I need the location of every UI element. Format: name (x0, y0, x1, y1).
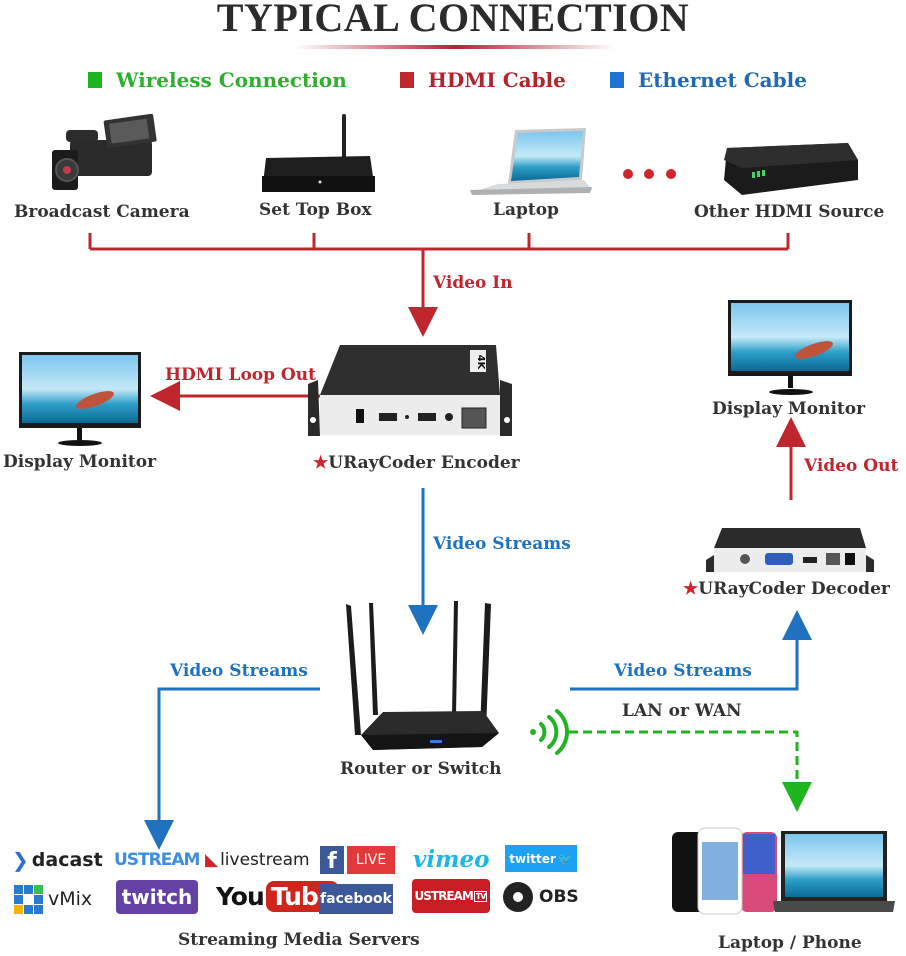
dacast-chevron-icon: ❯ (12, 848, 29, 872)
ellipsis-icon (623, 169, 676, 179)
vmix-grid-icon (14, 884, 43, 914)
legend-swatch-green (88, 72, 102, 88)
label-laptop-phone: Laptop / Phone (718, 933, 862, 953)
router-device (346, 601, 499, 750)
media-player-icon (724, 143, 858, 195)
twitter-bird-icon: 🐦 (557, 851, 573, 866)
legend-label: HDMI Cable (428, 68, 566, 92)
label-hdmi-loop-out: HDMI Loop Out (165, 365, 316, 385)
logo-twitch: twitch (116, 880, 198, 914)
label-router: Router or Switch (340, 759, 502, 779)
legend-ethernet: Ethernet Cable (610, 68, 807, 92)
laptop-client-icon (773, 831, 895, 912)
video-streams-right-arrow (570, 610, 812, 691)
source-label-broadcast-camera: Broadcast Camera (14, 202, 190, 222)
label-video-in: Video In (433, 273, 513, 293)
logo-text: vMix (48, 888, 93, 910)
logo-twitter: twitter🐦 (505, 845, 577, 872)
legend-swatch-blue (610, 72, 624, 88)
livestream-flag-icon: ◣ (205, 850, 219, 870)
decoder-device (706, 528, 874, 572)
encoder-4k-badge: 4K (475, 355, 486, 371)
encoder-name: URayCoder Encoder (328, 453, 520, 473)
logo-obs: OBS (503, 881, 579, 913)
logo-text-you: You (216, 881, 265, 911)
logo-text: USTREAM (414, 889, 474, 903)
logo-dacast: ❯dacast (12, 847, 103, 873)
set-top-box-icon (262, 114, 375, 192)
page-title: TYPICAL CONNECTION (216, 0, 690, 40)
source-label-laptop: Laptop (493, 200, 559, 220)
logo-vimeo: vimeo (413, 845, 490, 873)
source-label-set-top-box: Set Top Box (259, 200, 372, 220)
logo-text-tv: TV (473, 890, 488, 902)
legend-hdmi: HDMI Cable (400, 68, 566, 92)
decoder-name: URayCoder Decoder (698, 579, 890, 599)
legend-swatch-red (400, 72, 414, 88)
encoder-device (308, 345, 512, 436)
wifi-signal-icon (530, 709, 570, 755)
star-icon: ★ (313, 453, 329, 473)
label-video-streams-left: Video Streams (170, 661, 308, 681)
label-display-monitor-right: Display Monitor (712, 399, 866, 419)
label-video-streams-right: Video Streams (614, 661, 752, 681)
logo-text: OBS (539, 887, 579, 907)
star-icon: ★ (683, 579, 699, 599)
phones-icon (672, 827, 777, 915)
display-monitor-left (19, 352, 141, 446)
logo-livestream: ◣livestream (205, 847, 310, 873)
label-encoder: ★URayCoder Encoder (313, 453, 520, 473)
label-decoder: ★URayCoder Decoder (683, 579, 890, 599)
legend-wireless: Wireless Connection (88, 68, 347, 92)
label-display-monitor-left: Display Monitor (3, 452, 157, 472)
logo-vmix: vMix (14, 883, 92, 915)
label-streaming-media-servers: Streaming Media Servers (178, 930, 420, 950)
label-lan-or-wan: LAN or WAN (622, 701, 742, 721)
label-video-streams-down: Video Streams (433, 534, 571, 554)
logo-text: twitter (509, 851, 556, 866)
wireless-dashed-arrow (569, 730, 812, 812)
logo-text: livestream (220, 850, 310, 870)
legend-label: Wireless Connection (116, 68, 347, 92)
video-streams-left-arrow (144, 687, 320, 850)
title-underline (295, 45, 615, 49)
source-label-other-hdmi-source: Other HDMI Source (694, 202, 885, 222)
video-camera-icon (52, 113, 157, 190)
obs-icon (503, 882, 533, 912)
legend-label: Ethernet Cable (638, 68, 807, 92)
display-monitor-right (728, 300, 852, 395)
logo-ustream: USTREAM (114, 850, 200, 870)
logo-text: dacast (31, 849, 103, 871)
logo-facebook: facebook (319, 884, 393, 914)
source-bus-line (88, 233, 790, 251)
logo-text: LIVE (347, 846, 395, 874)
label-video-out: Video Out (804, 456, 899, 476)
logo-facebook-live: f LIVE (320, 846, 395, 874)
laptop-icon (470, 128, 592, 195)
facebook-f-icon: f (320, 846, 344, 874)
